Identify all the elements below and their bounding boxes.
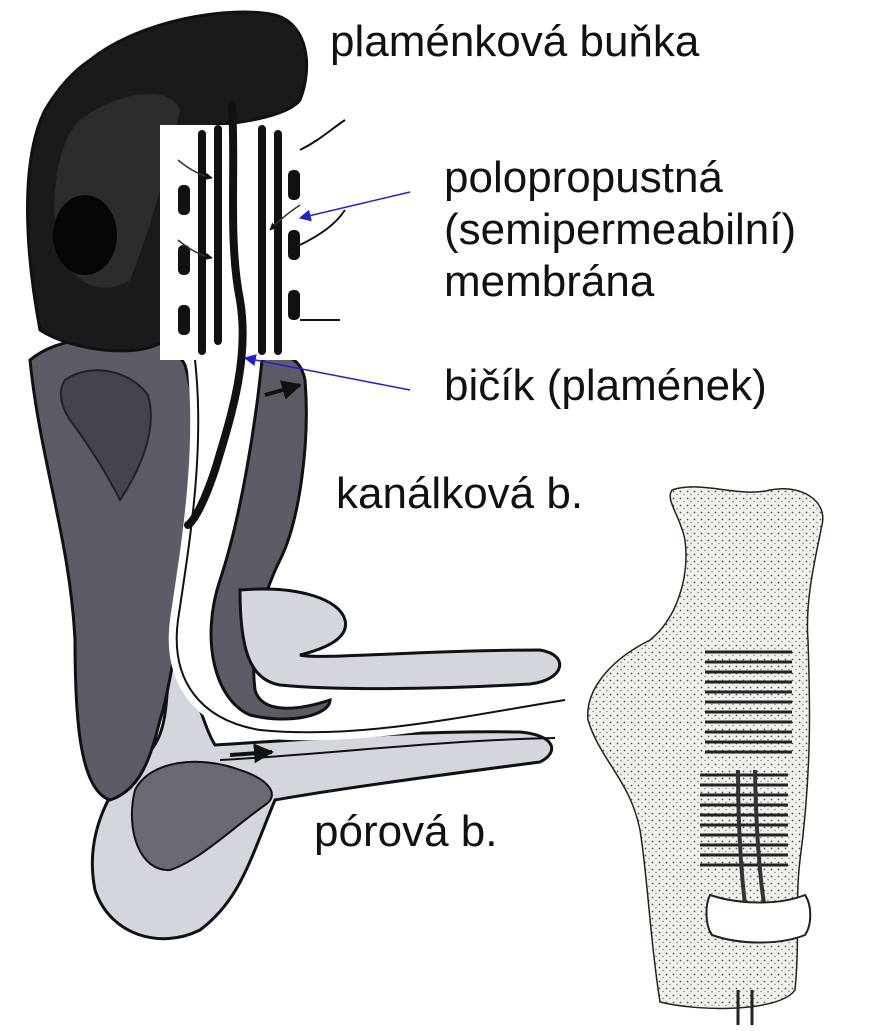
flame-cell-inset-drawing bbox=[588, 487, 823, 1025]
label-semipermeable-membrane: polopropustná (semipermeabilní) membrána bbox=[444, 152, 796, 308]
label-membrane-line-2: (semipermeabilní) bbox=[444, 204, 796, 256]
label-flagellum: bičík (plamének) bbox=[444, 360, 767, 412]
membrane-pointer-arrow-icon bbox=[300, 192, 410, 218]
label-membrane-line-1: polopropustná bbox=[444, 152, 796, 204]
label-membrane-line-3: membrána bbox=[444, 256, 796, 308]
label-pore-cell: pórová b. bbox=[314, 806, 497, 858]
label-canal-cell: kanálková b. bbox=[336, 468, 583, 520]
label-flame-cell: plaménková buňka bbox=[330, 16, 699, 68]
